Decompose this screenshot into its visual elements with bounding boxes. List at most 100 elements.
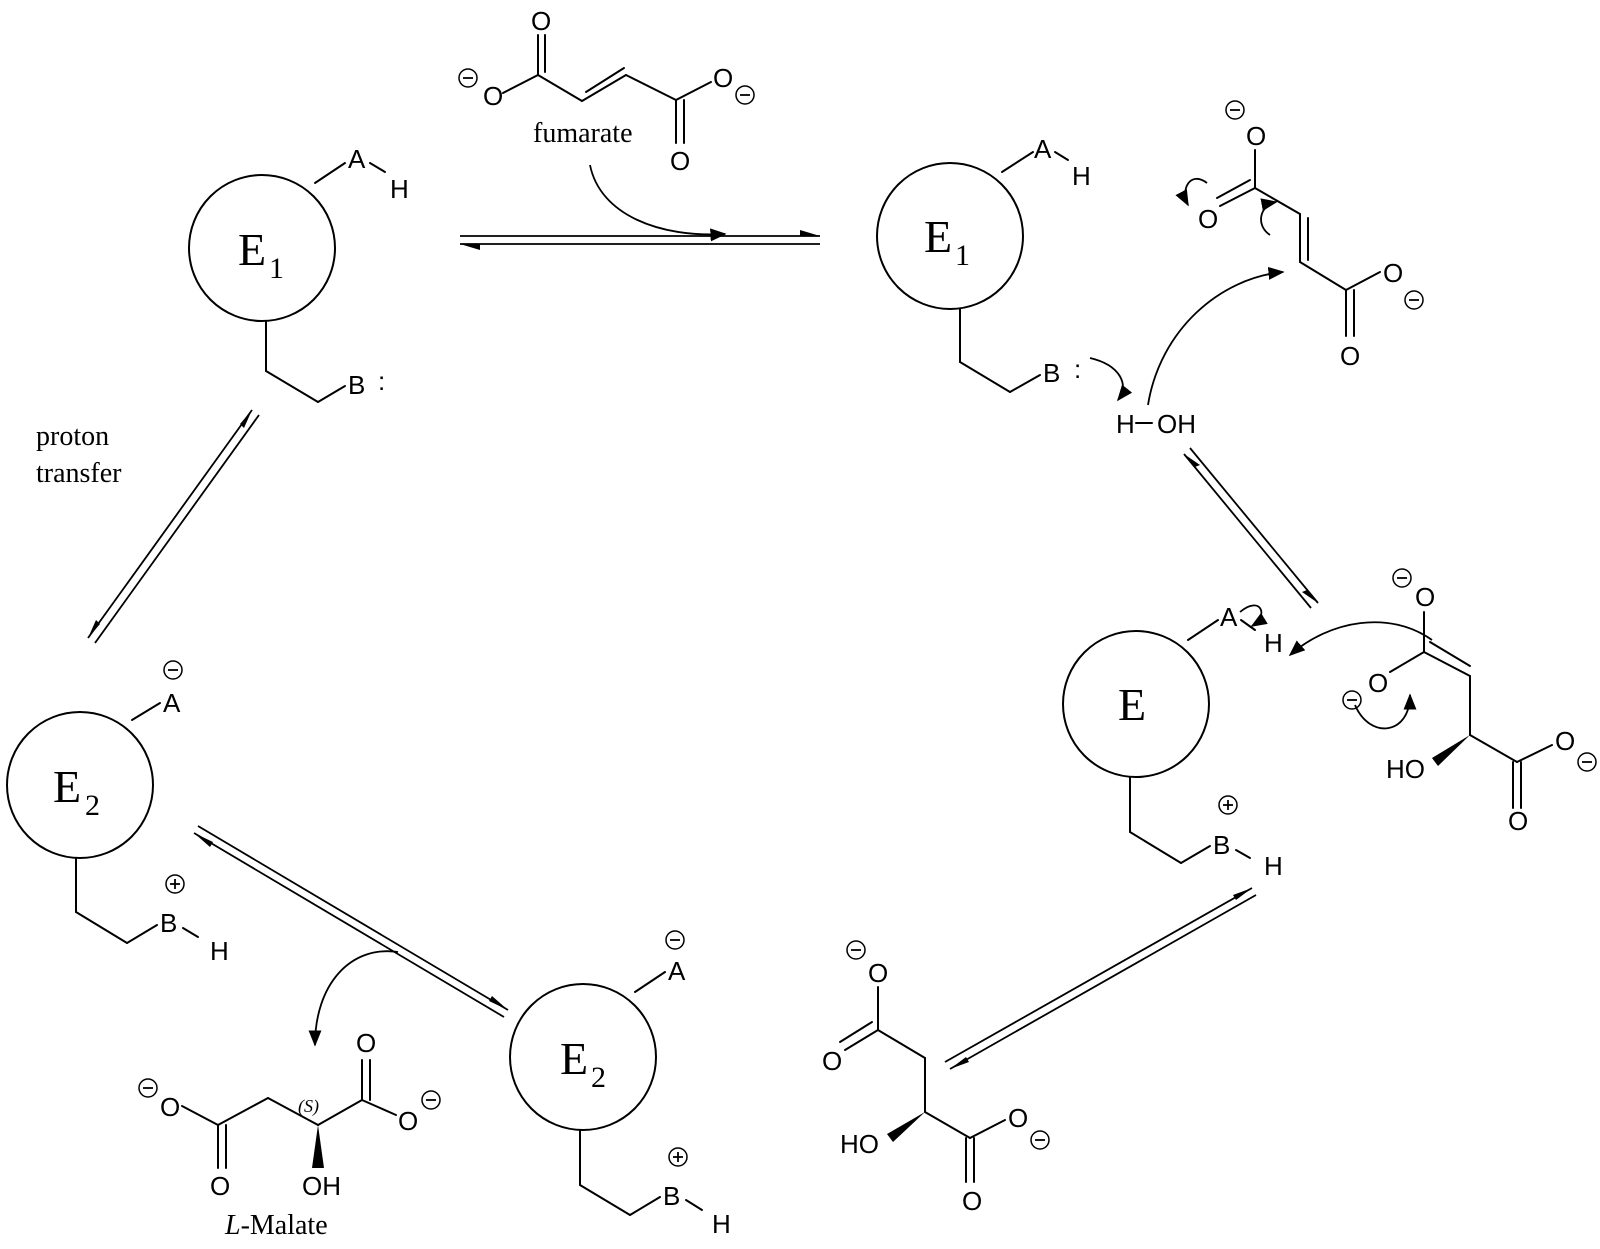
oxygen-atom: O	[868, 958, 888, 988]
negative-charge-icon	[846, 940, 866, 960]
hydrogen-atom: H	[1264, 851, 1283, 881]
acid-group-A: A	[668, 956, 686, 986]
oxygen-atom: O	[713, 63, 733, 93]
oxygen-atom: O	[398, 1106, 418, 1136]
oxygen-atom: O	[483, 81, 503, 111]
enzyme-e1-top-right: E 1 A H B :	[876, 134, 1091, 393]
water-molecule: H OH	[1116, 409, 1196, 439]
acid-group-A: A	[1034, 134, 1052, 164]
stereo-descriptor: (S)	[298, 1096, 319, 1117]
hydrogen-atom: H	[390, 174, 409, 204]
hydrogen-atom: H	[712, 1209, 731, 1239]
base-attack-arrow	[1089, 357, 1133, 402]
electron-push-arrow	[1354, 693, 1417, 730]
enzyme-e2-left: E 2 A B H	[6, 660, 229, 966]
base-group-B: B	[160, 908, 177, 938]
hydrogen-atom: H	[1264, 628, 1283, 658]
hydrogen-atom: H	[1116, 409, 1135, 439]
enzyme-e1-top-left: E 1 A H B :	[188, 144, 409, 403]
fumarate-label: fumarate	[533, 118, 633, 149]
negative-charge-icon	[665, 930, 685, 950]
enzyme-letter: E	[238, 224, 266, 275]
oxygen-atom: O	[1508, 806, 1528, 836]
negative-charge-icon	[163, 660, 183, 680]
hydroxyl-group: OH	[302, 1171, 341, 1201]
bound-fumarate: O O O O	[1198, 100, 1424, 371]
l-malate-suffix: -Malate	[241, 1210, 328, 1241]
base-group-B: B	[348, 370, 365, 400]
positive-charge-icon	[1218, 795, 1238, 815]
equilibrium-arrow-top	[460, 230, 820, 250]
acid-group-A: A	[163, 688, 181, 718]
electron-push-arrow	[1260, 198, 1278, 236]
enzyme-e-right: E A H B H	[1062, 602, 1283, 881]
acid-group-A: A	[348, 144, 366, 174]
oxygen-atom: O	[1368, 668, 1388, 698]
negative-charge-icon	[138, 1078, 158, 1098]
negative-charge-icon	[421, 1090, 441, 1110]
enzyme-letter: E	[560, 1033, 588, 1084]
oxygen-atom: O	[210, 1171, 230, 1201]
proton-transfer-label-line2: transfer	[36, 458, 122, 489]
l-malate-prefix: L	[224, 1210, 241, 1241]
oxygen-atom: O	[1340, 341, 1360, 371]
hydroxyl-group: HO	[1386, 754, 1425, 784]
negative-charge-icon	[1392, 568, 1412, 588]
oxygen-atom: O	[670, 146, 690, 176]
enzyme-subscript: 2	[85, 789, 100, 822]
acid-group-A: A	[1220, 602, 1238, 632]
equilibrium-arrow-right-upper	[1183, 447, 1319, 609]
positive-charge-icon	[668, 1147, 688, 1167]
negative-charge-icon	[1225, 100, 1245, 120]
fumarate-binding-arrow	[589, 164, 727, 242]
oxygen-atom: O	[1555, 726, 1575, 756]
l-malate-label: L-Malate	[224, 1210, 328, 1241]
enzyme-e2-bottom: E 2 A B H	[509, 930, 731, 1239]
lone-pair: :	[1074, 354, 1081, 384]
malate-molecule-right: O O HO O O	[822, 940, 1050, 1216]
equilibrium-arrow-left	[87, 409, 260, 644]
hydroxyl-group: HO	[840, 1129, 879, 1159]
oxygen-atom: O	[1008, 1103, 1028, 1133]
electron-push-arrow	[1175, 177, 1208, 207]
enzyme-letter: E	[53, 761, 81, 812]
lone-pair: :	[378, 366, 385, 396]
negative-charge-icon	[1404, 290, 1424, 310]
oxygen-atom: O	[1198, 204, 1218, 234]
base-group-B: B	[1213, 830, 1230, 860]
oxygen-atom: O	[160, 1092, 180, 1122]
electron-push-arrow	[1239, 604, 1268, 627]
product-release-arrow	[308, 950, 399, 1047]
equilibrium-arrow-bottom	[193, 825, 509, 1018]
oxygen-atom: O	[1246, 121, 1266, 151]
hydroxyl-group: OH	[1157, 409, 1196, 439]
enzyme-subscript: 1	[955, 239, 970, 272]
oxygen-atom: O	[962, 1186, 982, 1216]
enzyme-letter: E	[1118, 679, 1146, 730]
negative-charge-icon	[1342, 690, 1362, 710]
negative-charge-icon	[458, 68, 478, 88]
oxygen-atom: O	[1415, 582, 1435, 612]
oxygen-atom: O	[356, 1028, 376, 1058]
oxygen-atom: O	[1383, 258, 1403, 288]
hydrogen-atom: H	[1072, 161, 1091, 191]
enzyme-letter: E	[924, 211, 952, 262]
negative-charge-icon	[735, 85, 755, 105]
enzyme-subscript: 1	[269, 252, 284, 285]
enzyme-subscript: 2	[591, 1061, 606, 1094]
water-attack-arrow	[1147, 266, 1285, 406]
l-malate-molecule: O O (S) OH O O L-Malate	[138, 1028, 441, 1241]
oxygen-atom: O	[822, 1046, 842, 1076]
base-group-B: B	[663, 1181, 680, 1211]
base-group-B: B	[1043, 358, 1060, 388]
equilibrium-arrow-right-lower	[944, 887, 1257, 1070]
enolate-intermediate: O O HO O O	[1342, 568, 1597, 836]
hydrogen-atom: H	[210, 936, 229, 966]
proton-transfer-label-line1: proton	[36, 421, 109, 452]
enolate-protonation-arrow	[1288, 621, 1433, 657]
negative-charge-icon	[1030, 1130, 1050, 1150]
negative-charge-icon	[1577, 752, 1597, 772]
oxygen-atom: O	[531, 6, 551, 36]
fumarate-molecule: O O O O fumarate	[458, 6, 755, 176]
